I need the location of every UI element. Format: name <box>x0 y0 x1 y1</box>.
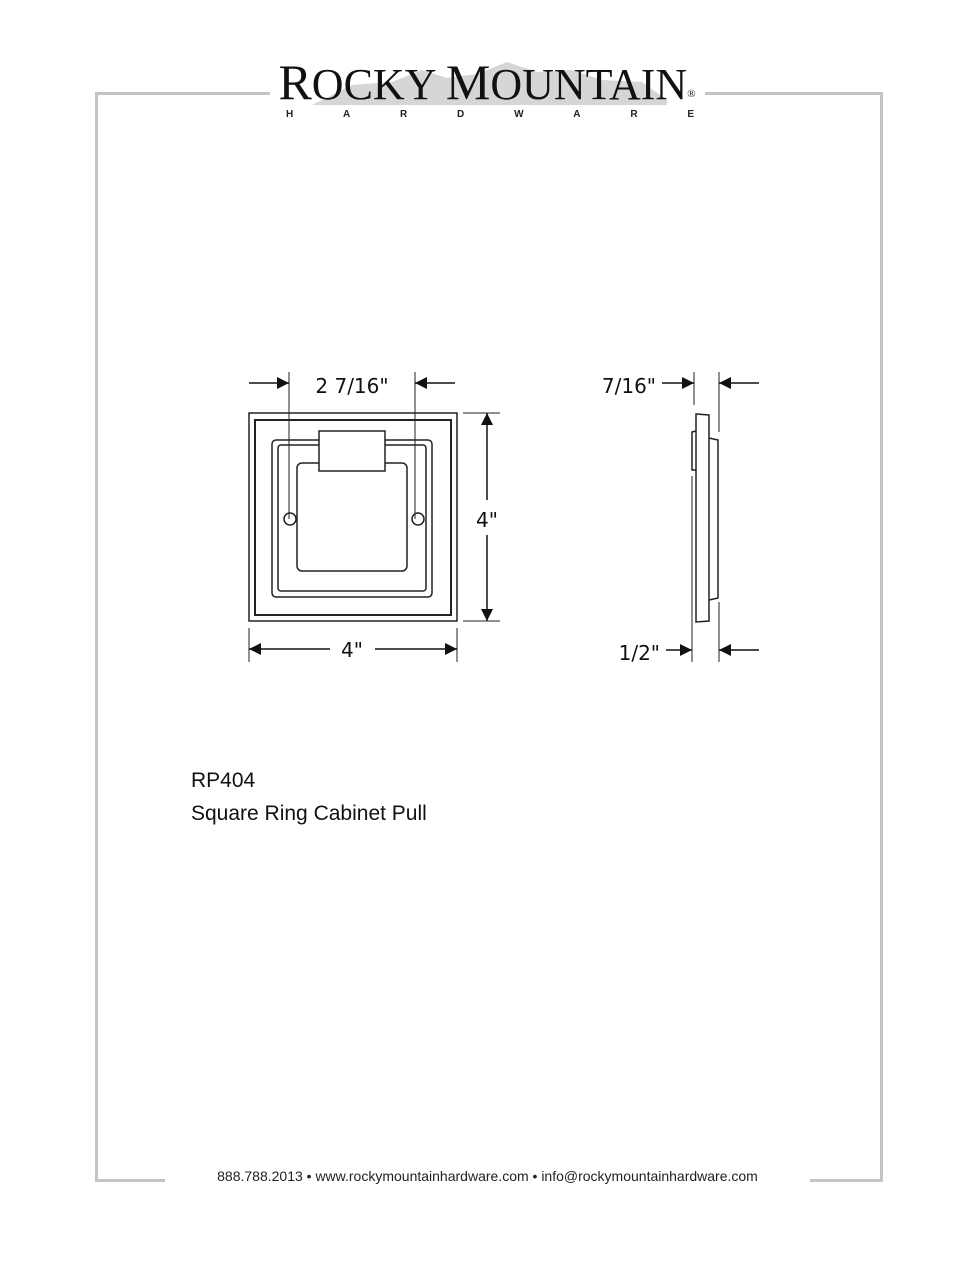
side-depth-top-label: 7/16" <box>602 374 656 398</box>
ring-opening <box>296 462 408 572</box>
height-label: 4" <box>476 508 498 532</box>
subtitle-letter: R <box>400 109 408 120</box>
side-hinge <box>691 430 697 471</box>
brand-subtitle: H A R D W A R E <box>272 109 702 120</box>
contact-footer: 888.788.2013 • www.rockymountainhardware… <box>165 1168 810 1184</box>
backplate-inner <box>254 419 452 616</box>
ring-span-label: 2 7/16" <box>315 374 388 398</box>
backplate-outer <box>248 412 458 622</box>
width-label: 4" <box>341 638 363 662</box>
side-backplate <box>695 413 710 623</box>
brand-word: OCKY <box>311 60 446 109</box>
brand-letter: R <box>278 54 312 110</box>
brand-logo: ROCKY MOUNTAIN® H A R D W A R E <box>272 57 702 130</box>
front-dimensions <box>249 377 493 655</box>
subtitle-letter: D <box>457 109 465 120</box>
product-name: Square Ring Cabinet Pull <box>191 802 427 825</box>
registered-mark: ® <box>687 88 696 100</box>
brand-word: OUNTAIN <box>490 60 688 109</box>
subtitle-letter: R <box>630 109 638 120</box>
subtitle-letter: A <box>573 109 581 120</box>
subtitle-letter: E <box>687 109 694 120</box>
screw-right-icon <box>411 512 425 526</box>
side-depth-bottom-label: 1/2" <box>619 641 660 665</box>
subtitle-letter: H <box>286 109 294 120</box>
screw-left-icon <box>283 512 297 526</box>
side-ring <box>708 437 719 601</box>
side-view <box>691 372 720 662</box>
mountain-silhouette-icon <box>312 62 667 105</box>
side-dimensions <box>662 377 759 656</box>
subtitle-letter: A <box>343 109 351 120</box>
subtitle-letter: W <box>514 109 524 120</box>
front-view <box>248 372 500 662</box>
hinge-block <box>318 430 386 472</box>
product-sku: RP404 <box>191 769 256 792</box>
brand-letter: M <box>445 54 491 110</box>
brand-name: ROCKY MOUNTAIN® <box>272 57 702 109</box>
